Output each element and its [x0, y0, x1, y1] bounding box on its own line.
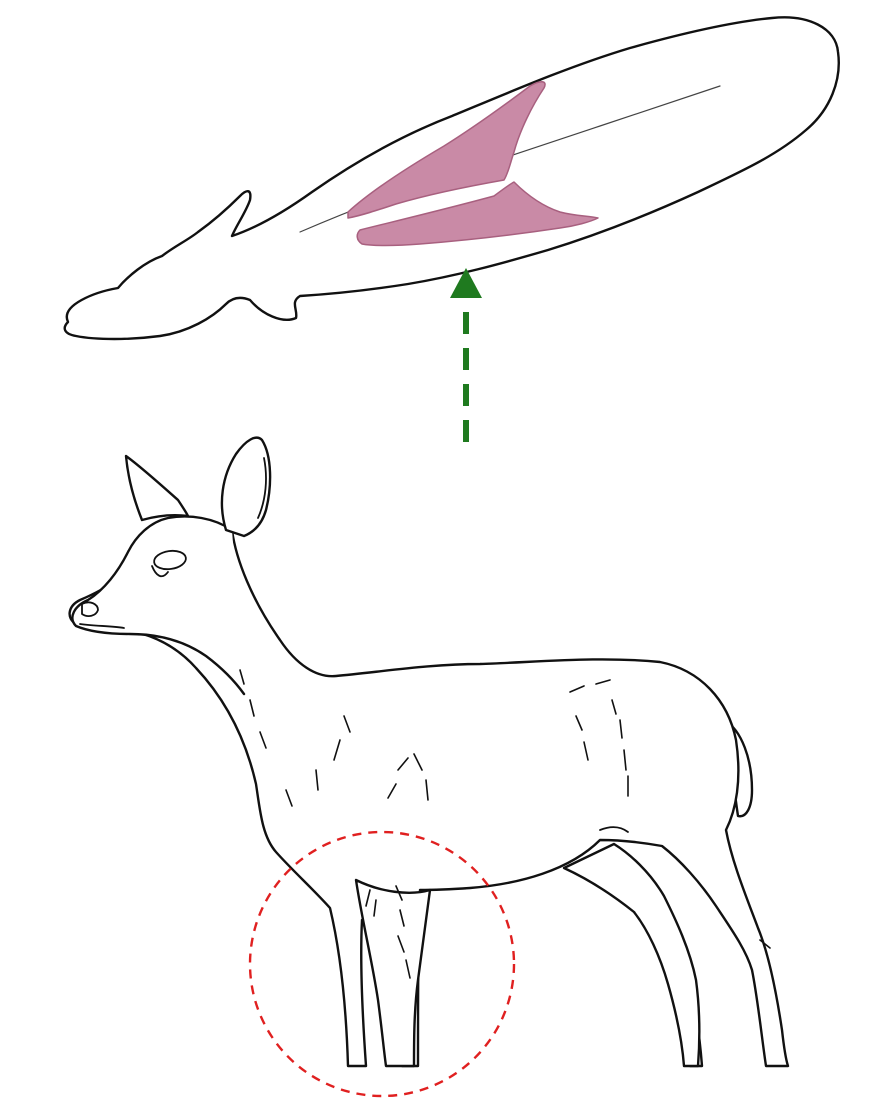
deer-ear-right	[222, 438, 270, 536]
deer-hind-leg-near	[564, 844, 699, 1066]
up-arrow	[450, 268, 482, 442]
deer-group	[70, 438, 788, 1066]
bone-section-group	[65, 17, 839, 339]
deer-head	[72, 517, 244, 695]
deer-ear-left	[126, 456, 188, 520]
